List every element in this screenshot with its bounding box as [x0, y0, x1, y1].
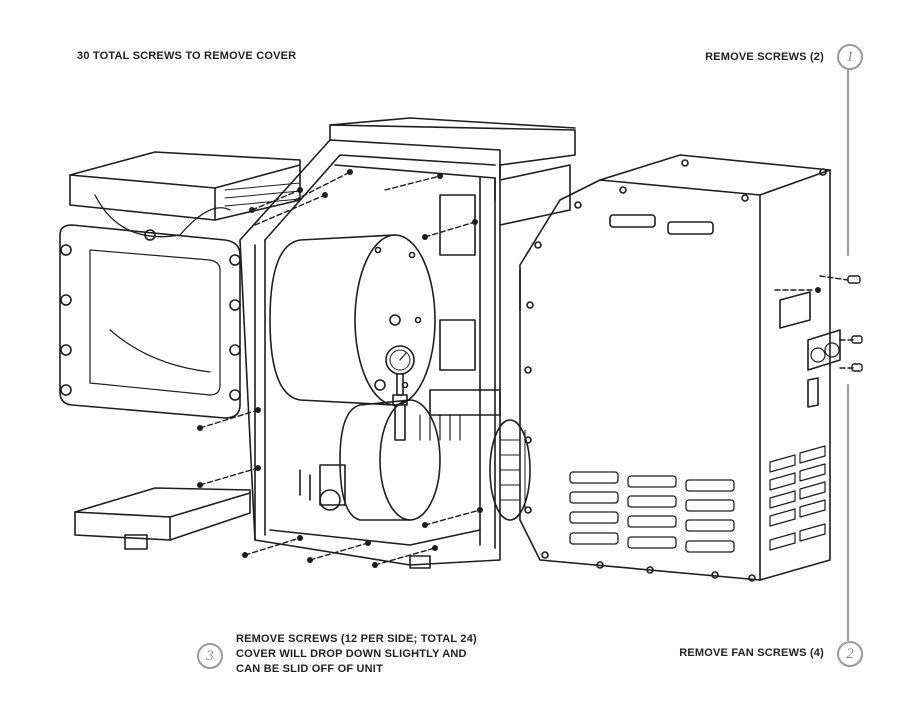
step-3-instructions: REMOVE SCREWS (12 PER SIDE; TOTAL 24) CO… [236, 632, 477, 677]
step-3-line-1: REMOVE SCREWS (12 PER SIDE; TOTAL 24) [236, 633, 477, 645]
diagram-title: 30 TOTAL SCREWS TO REMOVE COVER [77, 50, 297, 62]
base-plate [74, 487, 431, 569]
removed-cover-panel [519, 154, 841, 582]
rear-fan [489, 419, 531, 521]
step-2-badge: 2 [837, 641, 863, 667]
lower-tank [339, 399, 441, 521]
removed-screws [197, 169, 863, 568]
step-1-label: REMOVE SCREWS (2) [705, 51, 824, 63]
step-3-badge: 3 [197, 643, 223, 669]
step-3-line-3: CAN BE SLID OFF OF UNIT [236, 663, 383, 675]
main-frame [239, 117, 576, 566]
left-side-panel [59, 224, 241, 419]
pressure-gauge [374, 345, 415, 441]
top-module [69, 151, 301, 238]
step-1-badge: 1 [837, 44, 863, 70]
step-3-line-2: COVER WILL DROP DOWN SLIGHTLY AND [236, 648, 467, 660]
motor-cylinder [269, 234, 436, 406]
internal-components [299, 194, 521, 511]
step-2-label: REMOVE FAN SCREWS (4) [679, 647, 824, 659]
